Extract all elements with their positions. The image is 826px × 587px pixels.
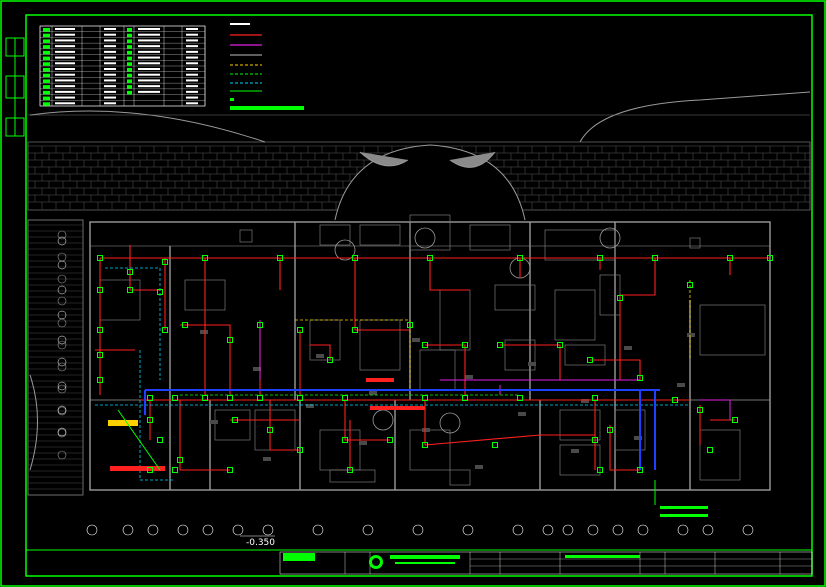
pipe-blue [144, 389, 660, 470]
red-marker-3 [370, 406, 425, 410]
title-block [26, 549, 813, 575]
grid-axis-markers [57, 236, 754, 536]
green-note-1 [660, 506, 708, 509]
binding-strip [5, 37, 25, 137]
red-marker-2 [366, 378, 394, 382]
pipe-legend [230, 23, 304, 110]
green-note-2 [660, 514, 708, 517]
yellow-marker [108, 420, 138, 426]
hvac-devices [97, 255, 773, 473]
furniture [99, 214, 766, 486]
red-marker-1 [110, 466, 165, 471]
green-leader-1 [117, 409, 161, 471]
exterior-left [27, 219, 84, 496]
pipe-cyan [95, 267, 690, 481]
entrance-canopy [334, 144, 526, 221]
pipe-yellow [295, 280, 691, 390]
inner-frame [25, 14, 813, 577]
material-table [39, 25, 206, 107]
pipe-red [95, 245, 770, 471]
elevation-label: -0.350 [246, 538, 275, 548]
